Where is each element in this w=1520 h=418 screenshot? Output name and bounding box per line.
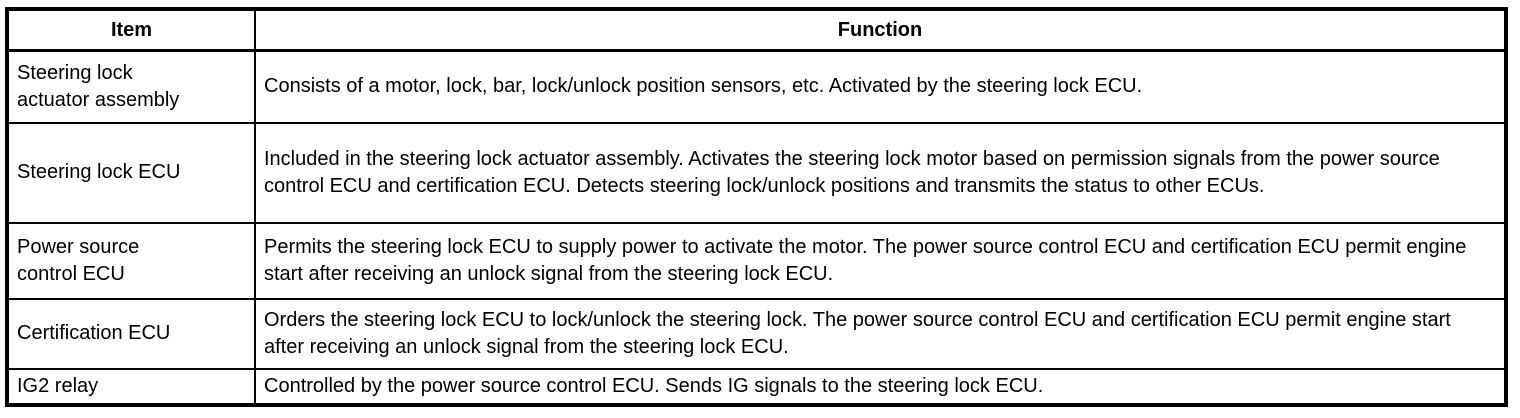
function-cell: Included in the steering lock actuator a… [254,121,1507,224]
table-row: Power source control ECU Permits the ste… [6,221,1507,300]
function-cell: Orders the steering lock ECU to lock/unl… [254,297,1507,370]
table-row: Certification ECU Orders the steering lo… [6,297,1507,370]
item-cell: Certification ECU [6,297,256,370]
item-cell: Steering lock ECU [6,121,256,224]
table-header-row: Item Function [6,8,1507,52]
table-row: Steering lock actuator assembly Consists… [6,49,1507,124]
column-header-function: Function [254,8,1507,52]
function-cell: Permits the steering lock ECU to supply … [254,221,1507,300]
function-cell: Controlled by the power source control E… [254,367,1507,406]
column-header-item: Item [6,8,256,52]
item-cell: Steering lock actuator assembly [6,49,256,124]
item-function-table: Item Function Steering lock actuator ass… [5,7,1508,407]
table-row: Steering lock ECU Included in the steeri… [6,121,1507,224]
item-cell: IG2 relay [6,367,256,406]
item-cell: Power source control ECU [6,221,256,300]
table-row: IG2 relay Controlled by the power source… [6,367,1507,406]
function-cell: Consists of a motor, lock, bar, lock/unl… [254,49,1507,124]
